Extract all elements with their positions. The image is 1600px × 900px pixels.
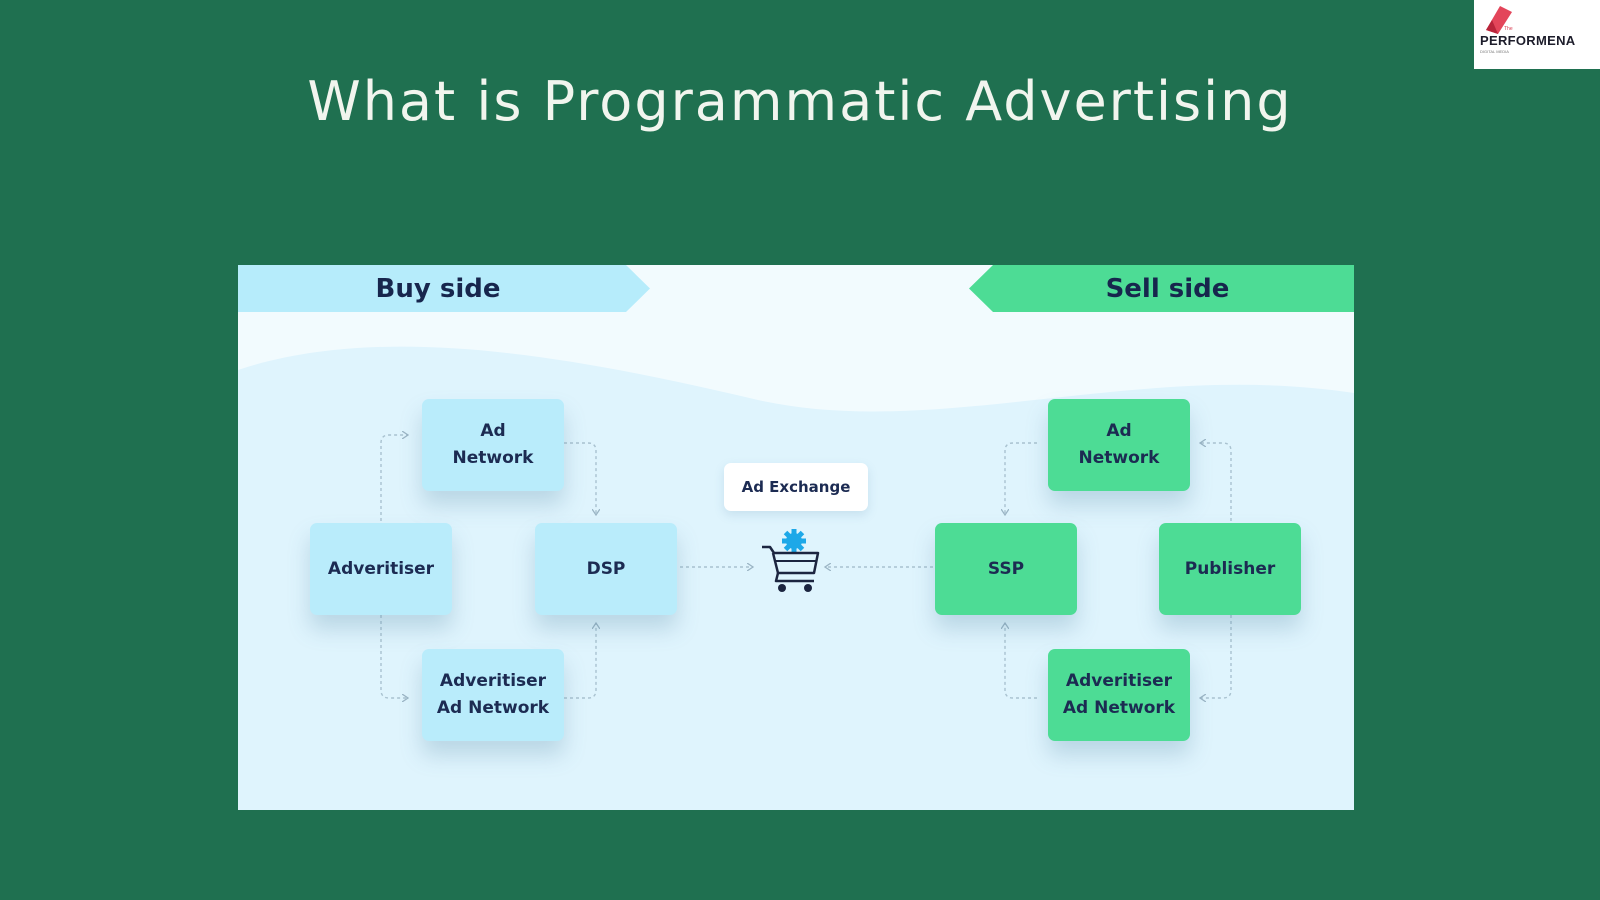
sell-side-label: Sell side [1105, 273, 1230, 304]
performena-logo-mark-icon [1486, 6, 1512, 34]
ssp-label: SSP [987, 558, 1025, 579]
arrow-advertiser-to-adv-network [380, 615, 408, 698]
sell-ad-network-node: Ad Network [1048, 399, 1190, 491]
advertiser-node: Adveritiser [310, 523, 452, 615]
ssp-node: SSP [935, 523, 1077, 615]
arrow-publisher-to-sell-adv-network [1200, 615, 1232, 698]
buy-advertiser-ad-network-label: Adveritiser Ad Network [436, 671, 550, 718]
shopping-cart-gear-icon [762, 529, 820, 592]
performena-logo: The PERFORMENA DIGITAL MEDIA [1474, 0, 1600, 69]
publisher-label: Publisher [1184, 558, 1276, 579]
arrow-ad-network-to-dsp [564, 442, 596, 515]
arrow-sell-adv-network-to-ssp [1005, 623, 1037, 699]
programmatic-diagram: Buy side Sell side Ad Network Adveritise… [238, 265, 1354, 810]
logo-tagline: DIGITAL MEDIA [1480, 49, 1509, 54]
sell-ad-network-label: Ad Network [1078, 421, 1160, 468]
publisher-node: Publisher [1159, 523, 1301, 615]
arrow-publisher-to-sell-ad-network [1200, 443, 1232, 521]
ad-exchange-box: Ad Exchange [724, 463, 868, 511]
logo-name: PERFORMENA [1480, 33, 1576, 48]
sell-side-banner: Sell side [969, 265, 1354, 312]
buy-side-banner: Buy side [238, 265, 650, 312]
logo-small-text: The [1504, 26, 1513, 32]
dsp-node: DSP [535, 523, 677, 615]
buy-advertiser-ad-network-node: Adveritiser Ad Network [422, 649, 564, 741]
buy-ad-network-node: Ad Network [422, 399, 564, 491]
arrow-sell-ad-network-to-ssp [1005, 442, 1037, 515]
connector-lines [380, 265, 1232, 810]
buy-side-label: Buy side [375, 273, 501, 304]
arrow-adv-network-to-dsp [564, 623, 596, 699]
advertiser-label: Adveritiser [327, 558, 435, 579]
buy-ad-network-label: Ad Network [452, 421, 534, 468]
sell-advertiser-ad-network-node: Adveritiser Ad Network [1048, 649, 1190, 741]
ad-exchange-label: Ad Exchange [741, 478, 851, 496]
arrow-advertiser-to-ad-network [380, 435, 408, 521]
slide-title: What is Programmatic Advertising [307, 70, 1293, 133]
sell-advertiser-ad-network-label: Adveritiser Ad Network [1062, 671, 1176, 718]
dsp-label: DSP [586, 558, 626, 579]
